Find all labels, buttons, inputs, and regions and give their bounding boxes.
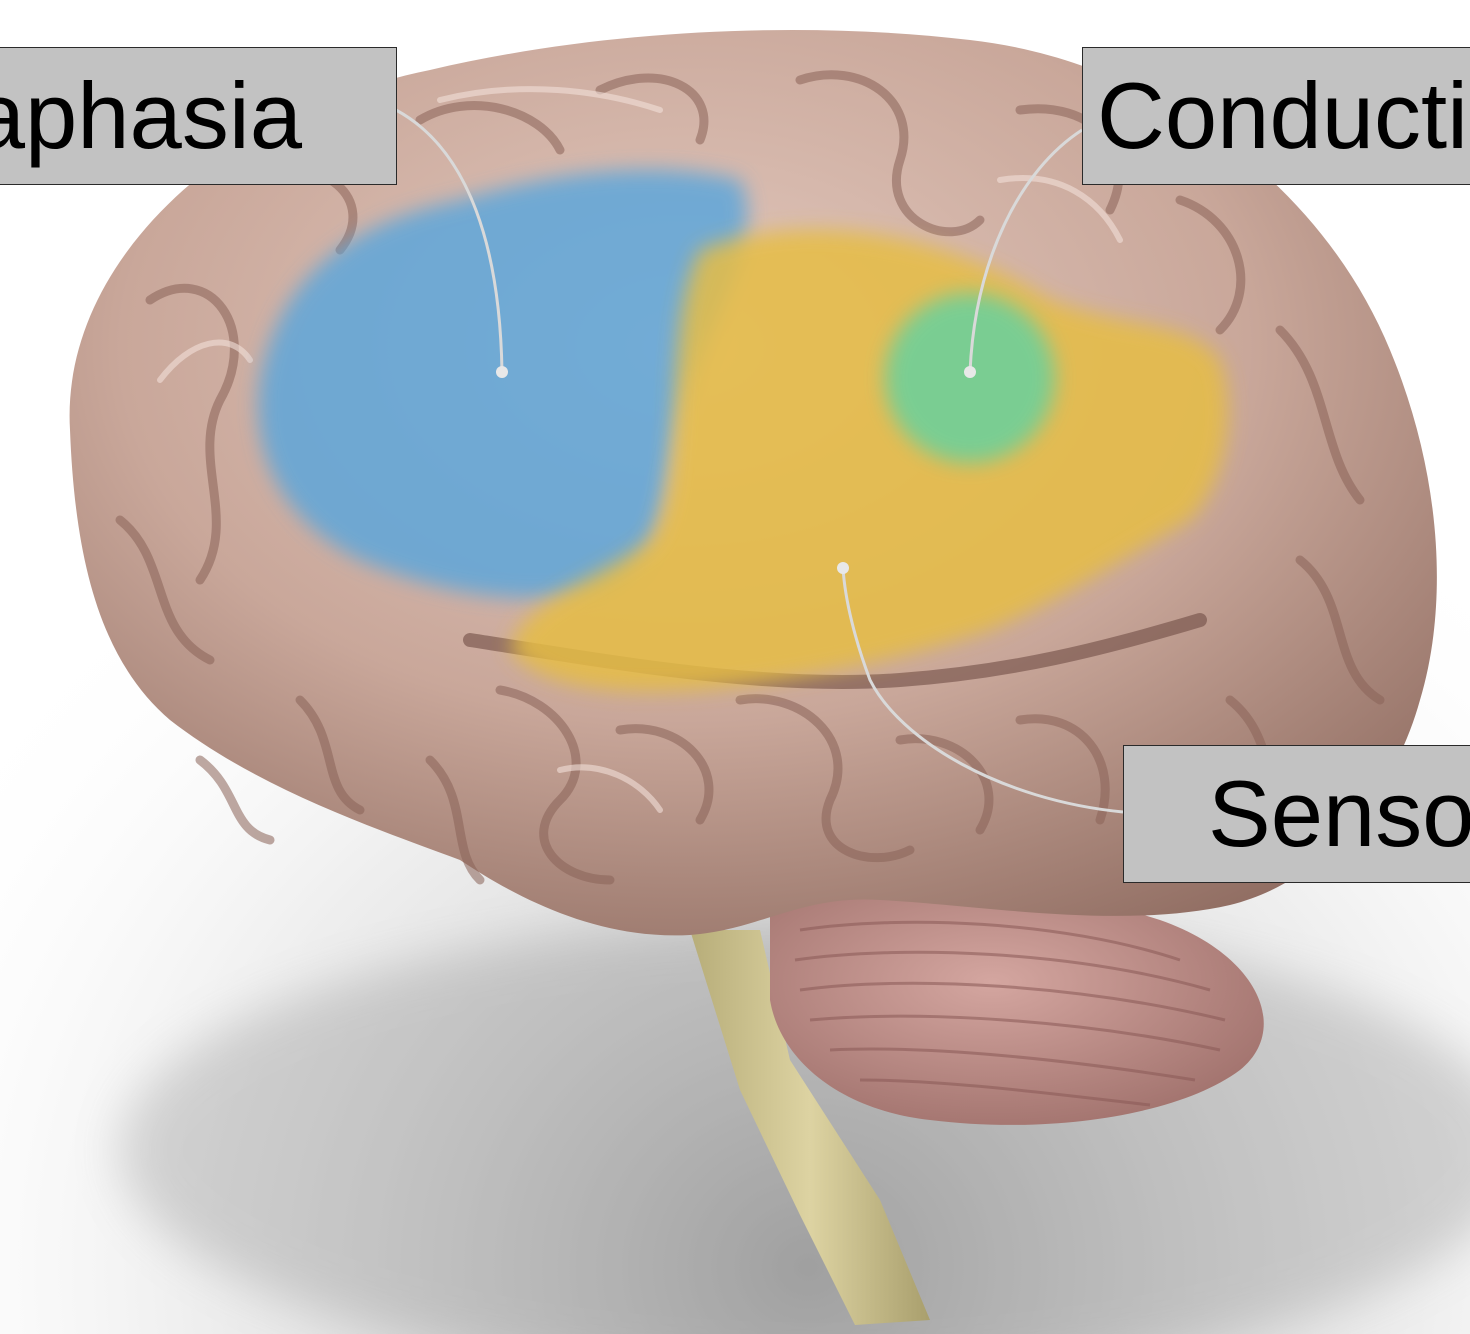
label-top-right-text: Conducti — [1097, 48, 1468, 184]
leader-dot-top-right — [964, 366, 976, 378]
label-left: aphasia — [0, 47, 397, 185]
label-left-text: aphasia — [0, 48, 302, 184]
label-bottom-right: Senso — [1123, 745, 1470, 883]
label-top-right: Conducti — [1082, 47, 1470, 185]
leader-dot-left — [496, 366, 508, 378]
leader-dot-bottom-right — [837, 562, 849, 574]
label-bottom-right-text: Senso — [1208, 746, 1470, 882]
